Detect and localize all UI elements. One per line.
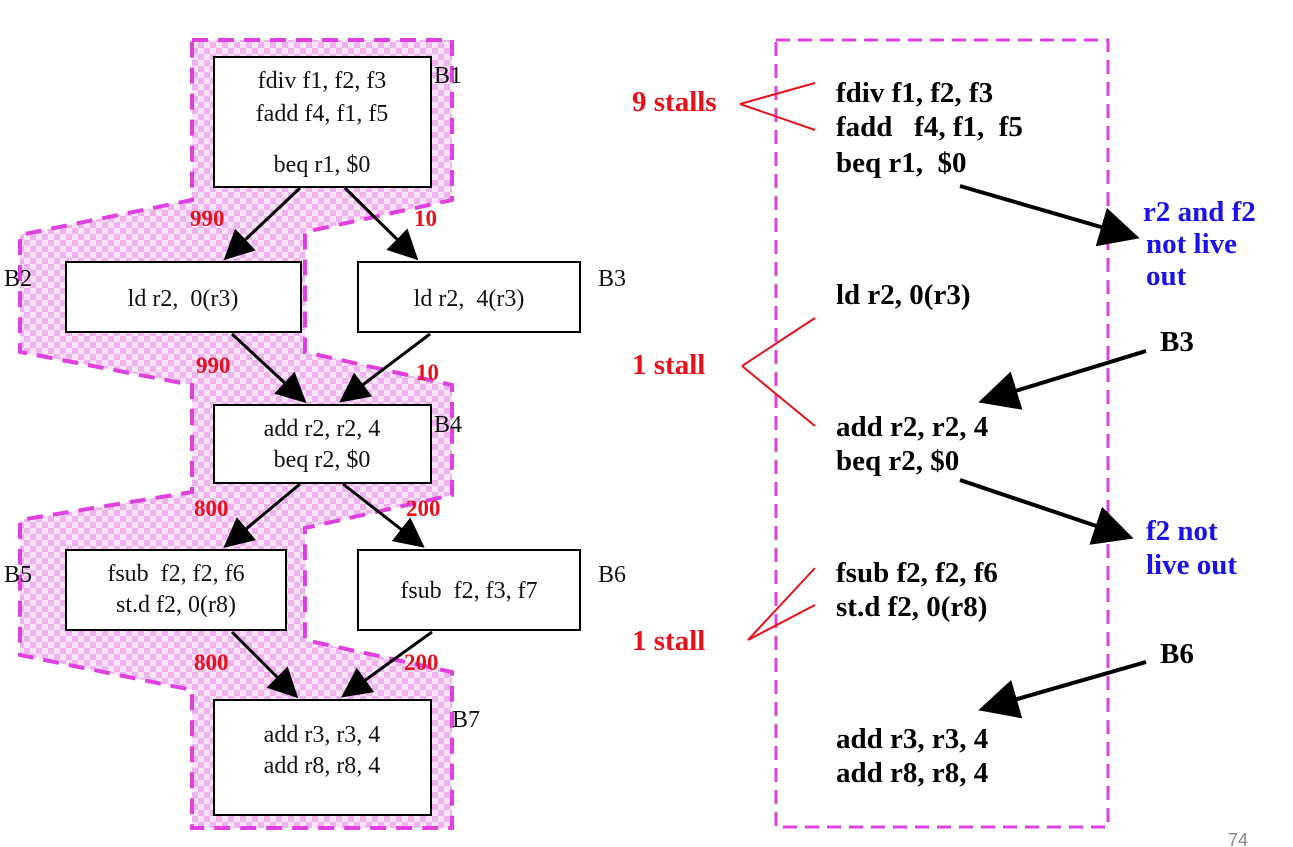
sched-line-8: st.d f2, 0(r8) — [836, 591, 987, 623]
edge-b4-b6 — [342, 482, 425, 548]
weight-b5-b7: 800 — [194, 650, 229, 675]
note-1-line-2: not live — [1146, 228, 1237, 260]
sched-line-9: add r3, r3, 4 — [836, 723, 988, 755]
b1-line-2: fadd f4, f1, f5 — [256, 101, 389, 127]
note-2-line-1: f2 not — [1146, 515, 1218, 547]
edge-b2-b4 — [230, 332, 307, 404]
weight-b1-b2: 990 — [190, 206, 225, 231]
sched-line-4: ld r2, 0(r3) — [836, 279, 971, 311]
b2-label: B2 — [4, 266, 32, 292]
side-block-b3: B3 — [1160, 326, 1194, 358]
edge-b5-b7 — [230, 630, 299, 699]
b1-label: B1 — [434, 63, 462, 89]
edge-b6-b7 — [341, 630, 433, 698]
sched-line-3: beq r1, $0 — [836, 147, 967, 179]
note-2-line-2: live out — [1146, 549, 1237, 581]
cfg-block-b1: fdiv f1, f2, f3 fadd f4, f1, f5 beq r1, … — [213, 56, 462, 188]
cfg-block-b7: add r3, r3, 4 add r8, r8, 4 B7 — [213, 699, 480, 816]
stall-label-1: 9 stalls — [632, 86, 717, 118]
b2-line-1: ld r2, 0(r3) — [128, 286, 239, 312]
weight-b6-b7: 200 — [404, 650, 439, 675]
b5-label: B5 — [4, 562, 32, 588]
weight-b4-b6: 200 — [406, 496, 441, 521]
side-block-b6: B6 — [1160, 638, 1194, 670]
b4-label: B4 — [434, 412, 462, 438]
cfg-block-b4: add r2, r2, 4 beq r2, $0 B4 — [213, 404, 462, 484]
edge-b1-b2 — [223, 186, 302, 261]
b4-line-1: add r2, r2, 4 — [264, 416, 381, 442]
stall-label-2: 1 stall — [632, 349, 705, 381]
note-1-line-1: r2 and f2 — [1143, 196, 1256, 228]
weight-b3-b4: 10 — [416, 360, 439, 385]
b7-line-1: add r3, r3, 4 — [264, 722, 381, 748]
stall-bracket-2 — [741, 317, 816, 427]
stall-label-3: 1 stall — [632, 625, 705, 657]
b7-line-2: add r8, r8, 4 — [264, 753, 381, 779]
exit-arrow-2 — [959, 478, 1134, 545]
sched-line-1: fdiv f1, f2, f3 — [836, 77, 993, 109]
schedule-box — [774, 38, 1110, 829]
b4-line-2: beq r2, $0 — [274, 447, 371, 473]
sched-line-10: add r8, r8, 4 — [836, 757, 988, 789]
note-1-line-3: out — [1146, 260, 1187, 292]
cfg-block-b2: ld r2, 0(r3) B2 — [4, 261, 302, 333]
b6-line-1: fsub f2, f3, f7 — [400, 578, 537, 604]
b1-line-3: beq r1, $0 — [274, 152, 371, 178]
b1-line-1: fdiv f1, f2, f3 — [258, 68, 387, 94]
entry-arrow-b6 — [978, 660, 1147, 719]
sched-line-2: fadd f4, f1, f5 — [836, 111, 1023, 143]
sched-line-6: beq r2, $0 — [836, 445, 959, 477]
b5-line-2: st.d f2, 0(r8) — [116, 592, 236, 618]
b5-line-1: fsub f2, f2, f6 — [107, 561, 244, 587]
edge-b3-b4 — [339, 332, 431, 403]
b3-line-1: ld r2, 4(r3) — [414, 286, 525, 312]
entry-arrow-b3 — [978, 349, 1147, 410]
stall-bracket-3 — [747, 567, 816, 641]
sched-line-7: fsub f2, f2, f6 — [836, 557, 998, 589]
b3-label: B3 — [598, 266, 626, 292]
weight-b4-b5: 800 — [194, 496, 229, 521]
page-number: 74 — [1228, 830, 1248, 847]
edge-b4-b5 — [223, 482, 301, 548]
cfg-edges — [223, 186, 433, 699]
stall-bracket-1 — [739, 82, 816, 131]
cfg-block-b6: fsub f2, f3, f7 B6 — [357, 549, 626, 631]
exit-arrow-1 — [959, 184, 1140, 247]
weight-b2-b4: 990 — [196, 353, 231, 378]
edge-b1-b3 — [343, 186, 419, 261]
weight-b1-b3: 10 — [414, 206, 437, 231]
cfg-block-b5: fsub f2, f2, f6 st.d f2, 0(r8) B5 — [4, 549, 287, 631]
cfg-block-b3: ld r2, 4(r3) B3 — [357, 261, 626, 333]
sched-line-5: add r2, r2, 4 — [836, 411, 988, 443]
side-arrows — [959, 184, 1147, 719]
b7-label: B7 — [452, 707, 480, 733]
b6-label: B6 — [598, 562, 626, 588]
